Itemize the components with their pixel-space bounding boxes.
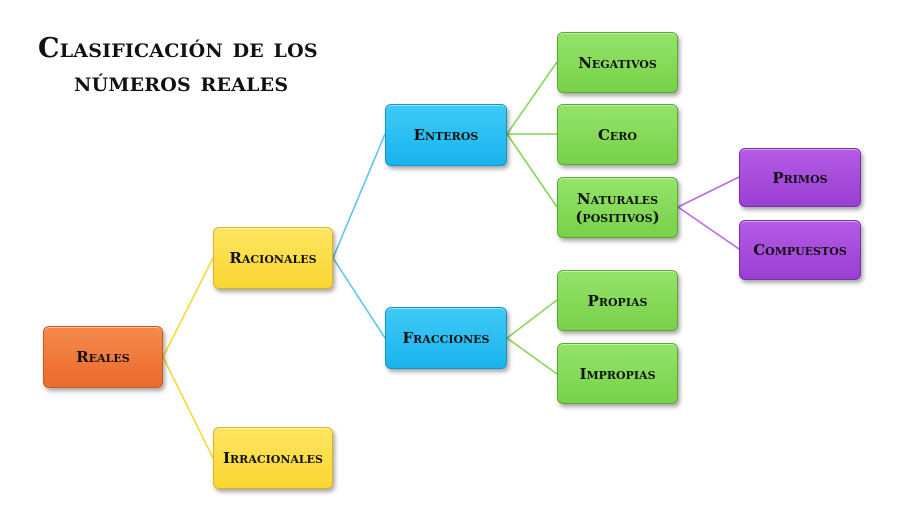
connector-reales-irracionales: [162, 356, 214, 459]
node-enteros: Enteros: [385, 104, 507, 166]
node-label: Propias: [587, 291, 648, 310]
title-line-2: números reales: [74, 67, 289, 98]
node-reales: Reales: [43, 326, 163, 388]
node-negativos: Negativos: [557, 32, 678, 93]
node-irracionales: Irracionales: [213, 427, 333, 489]
node-label: Reales: [76, 348, 130, 366]
node-label: Impropias: [579, 364, 656, 383]
connector-naturales-primos: [677, 176, 740, 208]
node-label: Enteros: [413, 126, 479, 144]
node-label: Primos: [772, 168, 828, 187]
connector-enteros-naturales: [506, 133, 558, 208]
title-line-1: Clasificación de los: [38, 33, 318, 64]
connector-fracciones-impropias: [506, 337, 558, 375]
connector-reales-racionales: [162, 257, 214, 358]
node-cero: Cero: [557, 104, 678, 165]
node-compuestos: Compuestos: [739, 220, 861, 280]
node-label-line-2: (positivos): [575, 207, 660, 226]
node-label: Racionales: [229, 249, 317, 267]
node-label: Irracionales: [223, 449, 323, 467]
diagram-title: Clasificación de los números reales: [38, 32, 358, 100]
node-label-line-1: Naturales: [576, 189, 659, 208]
node-label: Compuestos: [753, 241, 847, 259]
node-naturales: Naturales (positivos): [557, 177, 678, 238]
connector-enteros-negativos: [506, 61, 558, 135]
node-propias: Propias: [557, 270, 678, 331]
node-fracciones: Fracciones: [385, 307, 507, 369]
node-racionales: Racionales: [213, 227, 333, 289]
node-label: Fracciones: [402, 329, 490, 347]
node-primos: Primos: [739, 148, 861, 207]
connector-racionales-fracciones: [332, 257, 386, 339]
node-label: Cero: [597, 125, 638, 144]
connector-naturales-compuestos: [677, 206, 740, 250]
connector-racionales-enteros: [332, 133, 386, 259]
node-impropias: Impropias: [557, 343, 678, 404]
connector-fracciones-propias: [506, 299, 558, 339]
node-label: Negativos: [578, 53, 657, 72]
